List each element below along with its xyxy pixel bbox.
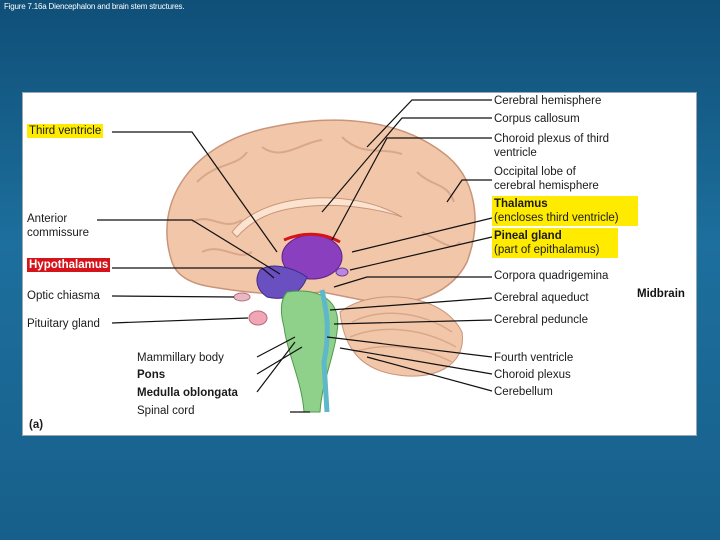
brain-illustration	[97, 99, 493, 413]
leader-lines	[97, 99, 493, 413]
label-cerebellum: Cerebellum	[494, 386, 553, 398]
label-anterior-commissure-line1: Anterior	[27, 213, 68, 225]
label-mammillary-body: Mammillary body	[137, 352, 224, 364]
cerebrum	[166, 119, 476, 304]
corpus-callosum	[231, 197, 403, 238]
label-anterior-commissure-line2: commissure	[27, 227, 89, 239]
label-choroid-plexus: Choroid plexus	[494, 369, 571, 381]
figure-caption: Figure 7.16a Diencephalon and brain stem…	[4, 2, 185, 11]
label-thalamus-line1: Thalamus	[494, 198, 548, 210]
label-cerebral-hemisphere: Cerebral hemisphere	[494, 95, 602, 107]
label-spinal-cord: Spinal cord	[137, 405, 195, 417]
label-hypothalamus: Hypothalamus	[27, 258, 111, 272]
cerebral-aqueduct	[319, 289, 330, 413]
thalamus-highlight	[492, 196, 638, 226]
pineal-gland	[335, 267, 349, 277]
label-corpus-callosum: Corpus callosum	[494, 113, 580, 125]
label-corpora-quadrigemina: Corpora quadrigemina	[494, 270, 609, 282]
label-cerebral-peduncle: Cerebral peduncle	[494, 314, 588, 326]
label-pituitary-gland: Pituitary gland	[27, 318, 100, 330]
optic-chiasma	[233, 292, 251, 302]
label-occipital-lobe-line1: Occipital lobe of	[494, 166, 576, 178]
panel-letter: (a)	[29, 419, 44, 431]
label-occipital-lobe-line2: cerebral hemisphere	[494, 180, 599, 192]
cerebellum	[339, 296, 463, 377]
choroid-plexus	[283, 232, 341, 244]
pituitary-gland	[248, 310, 268, 326]
label-choroid-plexus-third-line1: Choroid plexus of third	[494, 133, 610, 145]
label-thalamus-line2: (encloses third ventricle)	[494, 212, 619, 224]
label-third-ventricle: Third ventricle	[27, 124, 104, 138]
label-pons: Pons	[137, 369, 166, 381]
brainstem	[280, 290, 339, 413]
label-cerebral-aqueduct: Cerebral aqueduct	[494, 292, 589, 304]
label-fourth-ventricle: Fourth ventricle	[494, 352, 574, 364]
label-midbrain: Midbrain	[637, 288, 685, 300]
label-pineal-gland-line2: (part of epithalamus)	[494, 244, 600, 256]
label-pineal-gland-line1: Pineal gland	[494, 230, 562, 242]
label-medulla-oblongata: Medulla oblongata	[137, 387, 238, 399]
pineal-highlight	[492, 228, 618, 258]
label-optic-chiasma: Optic chiasma	[27, 290, 100, 302]
label-choroid-plexus-third-line2: ventricle	[494, 147, 537, 159]
